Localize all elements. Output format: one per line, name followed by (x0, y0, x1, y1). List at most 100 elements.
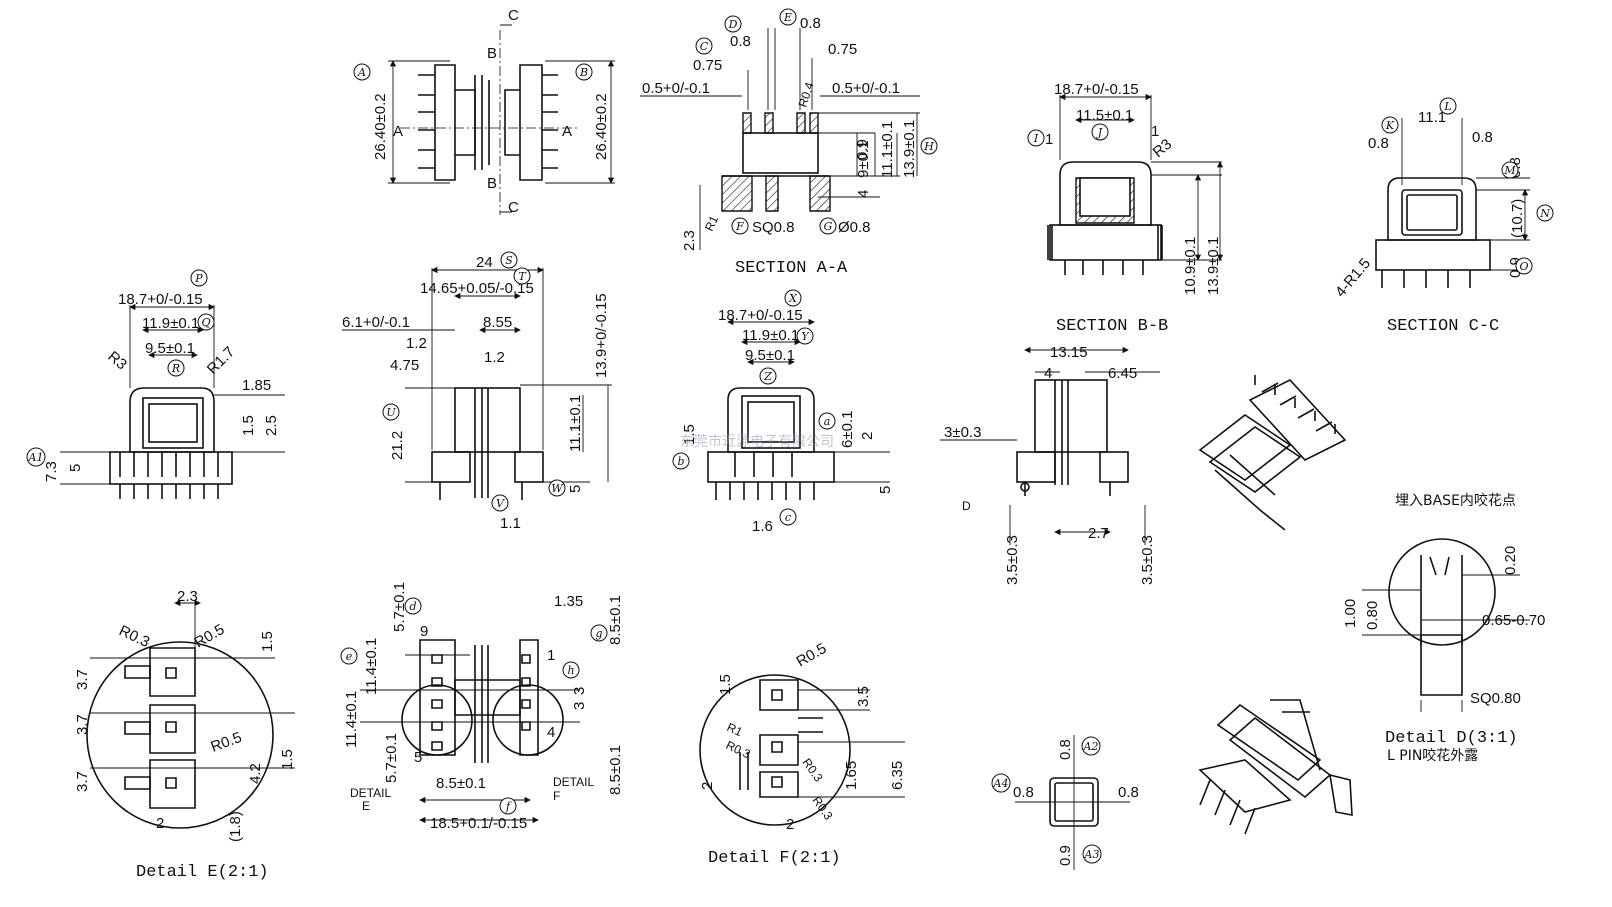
pin-holes (165, 667, 177, 789)
core-window (1401, 189, 1463, 236)
dim-sd-3: 3±0.3 (944, 424, 981, 441)
rear-view: 18.7+0/-0.15 11.9±0.1 9.5±0.1 6±0.1 2 1.… (681, 307, 894, 535)
isometric-view-top (1198, 375, 1347, 531)
detail-f: 1.5 R0.5 3.5 R1 R0.3 R0.3 R0.3 2 1.65 6.… (699, 640, 906, 868)
dim-df-r05: R0.5 (794, 640, 830, 671)
reference-tag-circle (575, 63, 593, 81)
pins (1024, 482, 1111, 496)
reference-tag: A1 (26, 447, 46, 467)
dim-sv-475: 4.75 (390, 357, 419, 374)
reference-tag-circle (1515, 257, 1533, 275)
flanges-left (474, 75, 490, 170)
dim-df-2b: 2 (786, 816, 794, 833)
reference-tag: E (779, 8, 797, 26)
pins (439, 482, 523, 500)
reference-tag-circle (759, 367, 777, 385)
flange-section (742, 112, 819, 134)
reference-tag-label: b (677, 455, 684, 468)
reference-tag: h (562, 661, 580, 679)
reference-tag-label: c (785, 511, 791, 524)
top-view: 26.40±0.2 26.40±0.2 C C B B A A (372, 7, 615, 216)
side-section-d: 13.15 4 6.45 3±0.3 D 2.7 3.5±0.3 3.5±0.3 (940, 344, 1160, 585)
section-cut-c (500, 24, 512, 213)
caption-detail-f: Detail F(2:1) (708, 849, 841, 868)
bobbin-body (742, 132, 819, 174)
dim-sq-09: 0.9 (1057, 845, 1074, 866)
reference-tag-circle (167, 359, 185, 377)
pins (119, 484, 219, 499)
iso-pin-tips (1254, 375, 1336, 434)
dim-sv-61: 6.1+0/-0.1 (342, 314, 410, 331)
dim-de-15b: 1.5 (279, 749, 296, 770)
dim-dd-065: 0.65-0.70 (1482, 612, 1545, 629)
reference-tag-circle (1091, 123, 1109, 141)
base-section (721, 175, 831, 212)
reference-tag: F (731, 217, 749, 235)
reference-tag-circle (197, 313, 215, 331)
dim-fv-25: 2.5 (263, 415, 280, 436)
reference-tag: f (499, 797, 517, 815)
bobbin-outline (727, 387, 815, 453)
reference-tag: P (190, 269, 208, 287)
dim-sv-111: 11.1±0.1 (567, 395, 584, 452)
reference-tag-label: I (1033, 132, 1039, 145)
reference-tag: A3 (1082, 844, 1102, 864)
dim-sd-27: 2.7 (1088, 525, 1109, 542)
reference-tag-circle (500, 251, 518, 269)
dim-bb-1a: 1 (1045, 131, 1053, 148)
bobbin-half-left (434, 64, 476, 181)
core-bridge (454, 679, 521, 716)
reference-tag-circle (404, 597, 422, 615)
reference-tag-circle (491, 494, 509, 512)
dim-bv-85c: 8.5±0.1 (607, 745, 624, 795)
dim-de-37a: 3.7 (74, 669, 91, 690)
bobbin-outline (129, 387, 215, 453)
reference-tag: W (548, 479, 566, 497)
pins (1381, 270, 1471, 288)
reference-tag-label: S (505, 254, 513, 267)
dim-sv-1465: 14.65+0.05/-0.15 (420, 280, 534, 297)
reference-tag-circle (796, 327, 814, 345)
reference-tag: H (920, 137, 938, 155)
reference-tag: X (784, 289, 802, 307)
caption-detail-e: Detail E(2:1) (136, 863, 269, 882)
reference-tag-label: N (1539, 207, 1550, 220)
reference-tag: Q (197, 313, 215, 331)
detail-e-callout: DETAIL (350, 786, 391, 800)
square-pin-section: 0.8 0.8 0.8 0.9 (1013, 735, 1139, 870)
flanges (1054, 380, 1069, 485)
base-right (1099, 451, 1129, 483)
base-left (419, 639, 456, 756)
dim-bb-187: 18.7+0/-0.15 (1054, 81, 1139, 98)
dim-bb-115: 11.5±0.1 (1076, 107, 1133, 124)
dim-sa-r1: R1 (702, 213, 721, 233)
watermark: 东莞市近源电子有限公司 (680, 433, 834, 450)
section-letter-a: A (562, 123, 572, 140)
reference-tag: g (590, 624, 608, 642)
dim-sv-12a: 1.2 (406, 335, 427, 352)
reference-tag-label: A2 (1083, 740, 1099, 753)
reference-tag-circle (353, 63, 371, 81)
pins (715, 482, 815, 500)
dim-dd-020: 0.20 (1502, 546, 1519, 575)
dim-fv-187: 18.7+0/-0.15 (118, 291, 203, 308)
reference-tag: A4 (991, 773, 1011, 793)
reference-tag-label: J (1096, 126, 1103, 139)
front-view: 18.7+0/-0.15 11.9±0.1 9.5±0.1 R3 R1.7 1.… (43, 291, 285, 499)
reference-tag-label: A3 (1084, 848, 1100, 861)
reference-tag-label: A1 (28, 451, 44, 464)
reference-tag: M (1501, 161, 1519, 179)
dim-sv-12b: 1.2 (484, 349, 505, 366)
section-letter-b: B (487, 45, 497, 62)
reference-tag-circle (1082, 844, 1102, 864)
dim-top-b: 26.40±0.2 (593, 93, 610, 160)
reference-tag: C (695, 37, 713, 55)
iso-core (1270, 699, 1321, 771)
dim-cc-08b: 0.8 (1472, 129, 1493, 146)
reference-tag-label: G (824, 220, 833, 233)
dim-rv-6: 6±0.1 (839, 411, 856, 448)
reference-tag-circle (548, 479, 566, 497)
reference-tag: J (1091, 123, 1109, 141)
